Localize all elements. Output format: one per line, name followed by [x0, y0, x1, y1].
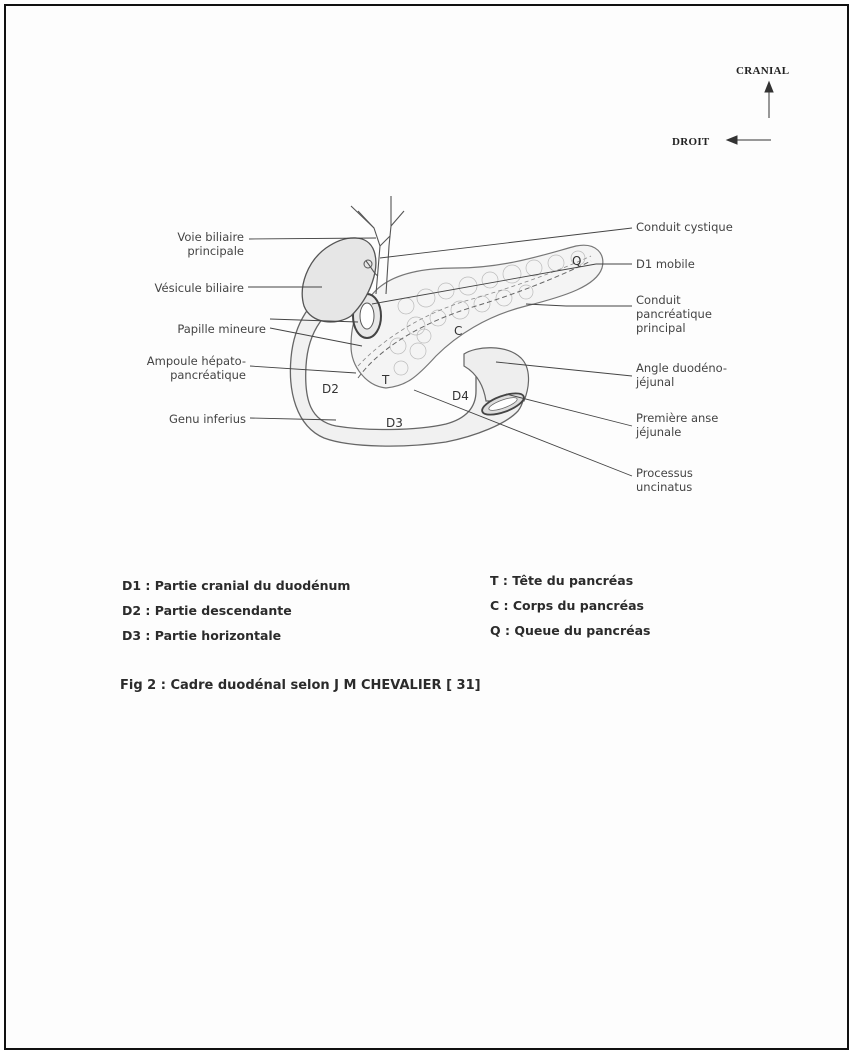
label-ampoule: Ampoule hépato-pancréatique [124, 354, 246, 382]
label-vesicule-biliaire: Vésicule biliaire [136, 281, 244, 295]
inner-label-c: C [454, 324, 462, 338]
inner-label-d2: D2 [322, 382, 339, 396]
label-genu-inferius: Genu inferius [146, 412, 246, 426]
document-page: CRANIAL DROIT [4, 4, 849, 1050]
label-papille-mineure: Papille mineure [136, 322, 266, 336]
label-d1-mobile: D1 mobile [636, 257, 695, 271]
anatomy-diagram [6, 6, 849, 566]
orientation-arrows [727, 82, 773, 144]
label-conduit-cystique: Conduit cystique [636, 220, 733, 234]
inner-label-d4: D4 [452, 389, 469, 403]
inner-label-q: Q [572, 254, 581, 268]
legend-left-3: D3 : Partie horizontale [122, 628, 281, 643]
legend-right-2: C : Corps du pancréas [490, 598, 644, 613]
legend-left-2: D2 : Partie descendante [122, 603, 292, 618]
legend-right-3: Q : Queue du pancréas [490, 623, 650, 638]
label-angle-duodeno-jejunal: Angle duodéno-jéjunal [636, 361, 727, 389]
inner-label-d3: D3 [386, 416, 403, 430]
legend-left-1: D1 : Partie cranial du duodénum [122, 578, 350, 593]
legend-right-1: T : Tête du pancréas [490, 573, 633, 588]
figure-caption: Fig 2 : Cadre duodénal selon J M CHEVALI… [120, 678, 481, 693]
inner-label-t: T [382, 373, 389, 387]
